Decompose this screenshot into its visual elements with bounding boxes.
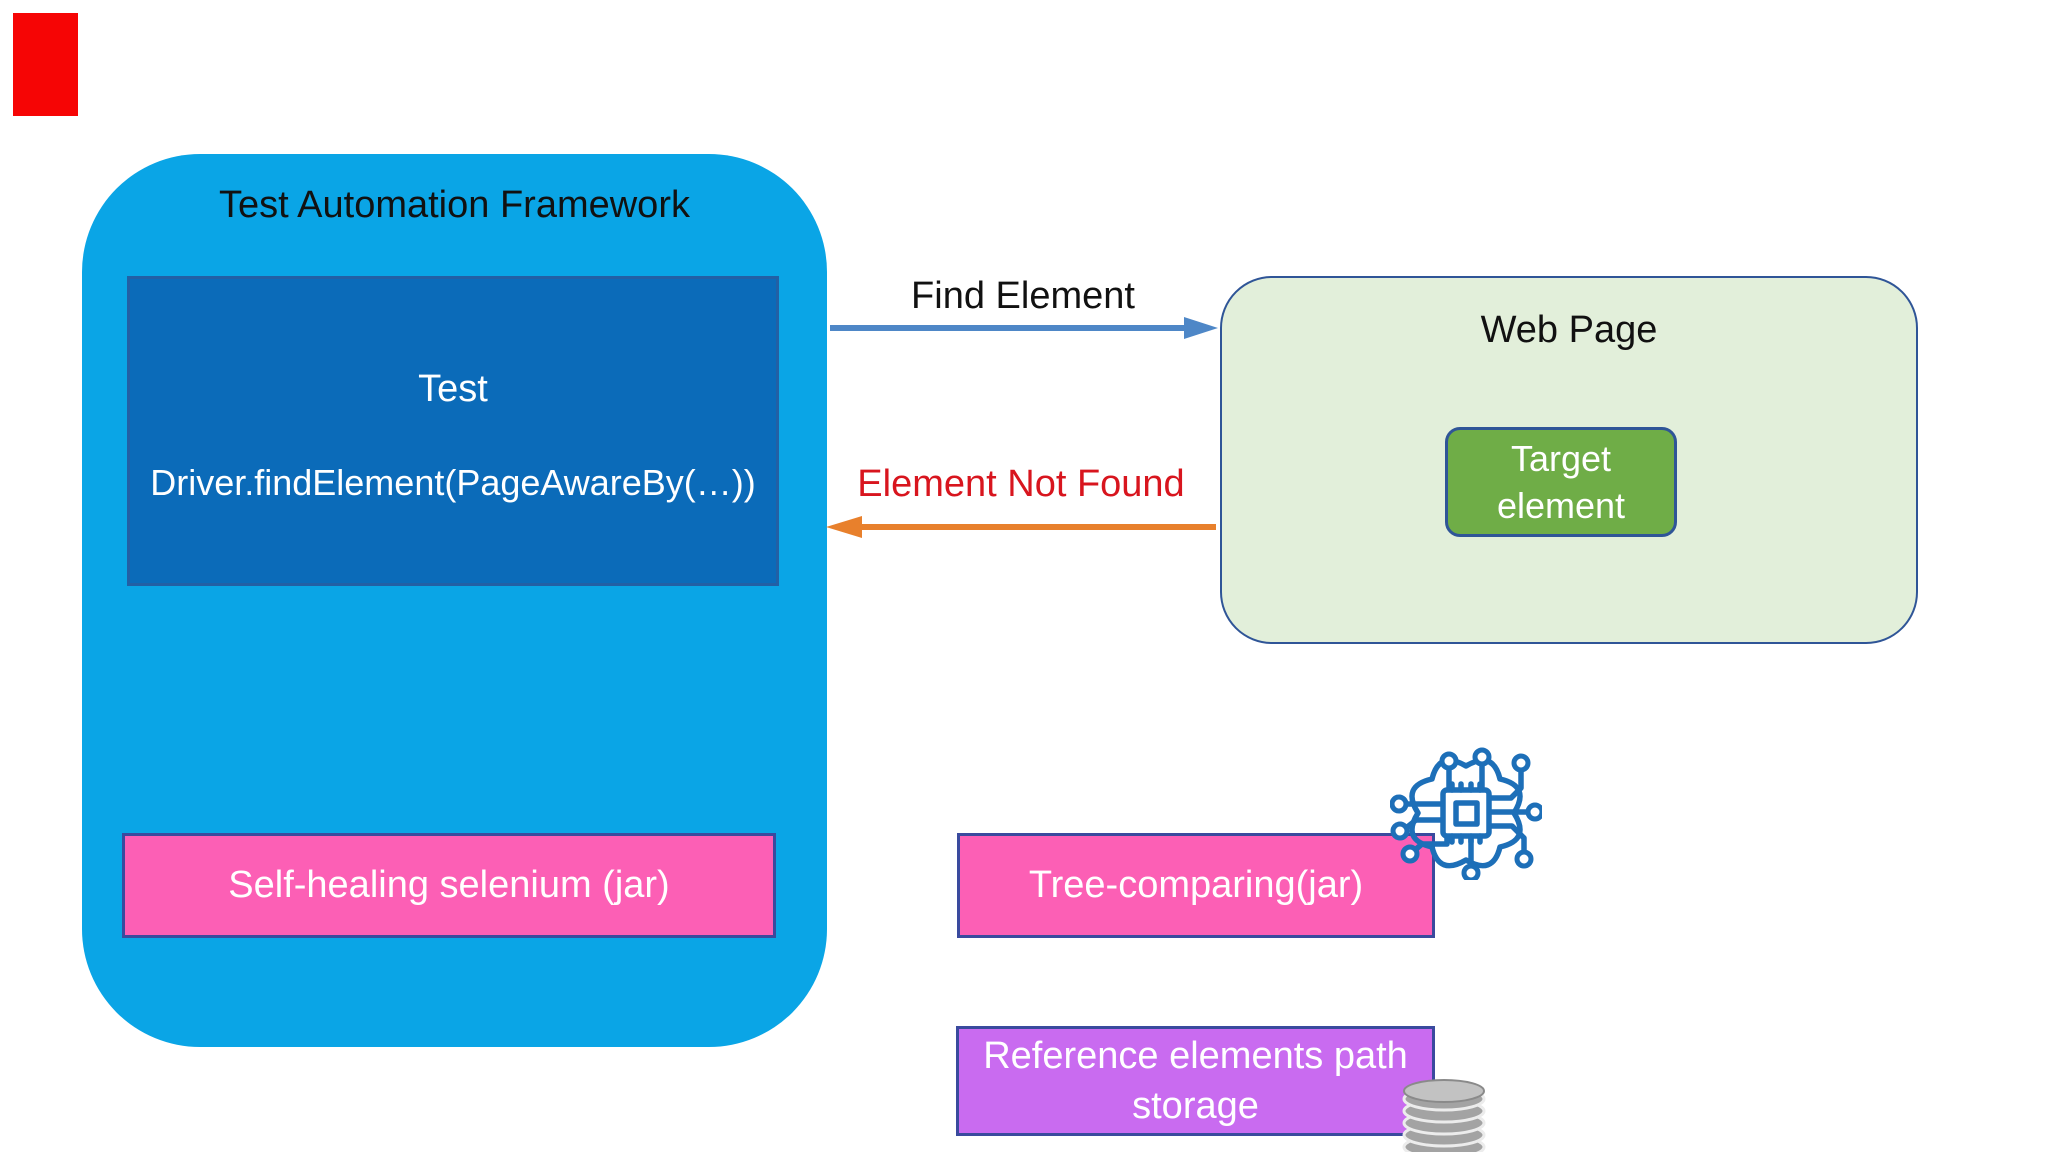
framework-title: Test Automation Framework — [219, 184, 690, 226]
find-element-arrow — [830, 317, 1218, 339]
self-healing-selenium-box: Self-healing selenium (jar) — [122, 833, 776, 938]
target-element-label-line1: Target — [1510, 438, 1612, 479]
web-page-box: Web Page Target element — [1220, 276, 1918, 644]
target-element-box: Target element — [1445, 427, 1677, 537]
test-automation-framework-box: Test Automation Framework Test Driver.fi… — [82, 154, 827, 1047]
web-page-title: Web Page — [1480, 309, 1658, 351]
reference-storage-box: Reference elements path storage — [956, 1026, 1435, 1136]
element-not-found-label: Element Not Found — [857, 463, 1185, 505]
test-box-title: Test — [418, 368, 488, 410]
test-box-code: Driver.findElement(PageAwareBy(…)) — [150, 462, 756, 503]
ai-chip-brain-icon — [1390, 747, 1542, 880]
red-marker-rect — [13, 13, 78, 116]
database-icon — [1402, 1079, 1486, 1152]
test-box: Test Driver.findElement(PageAwareBy(…)) — [127, 276, 779, 586]
reference-storage-line1: Reference elements path — [983, 1035, 1408, 1077]
find-element-label: Find Element — [911, 275, 1135, 317]
element-not-found-arrow — [826, 516, 1216, 538]
reference-storage-line2: storage — [1132, 1085, 1259, 1127]
target-element-label-line2: element — [1496, 485, 1626, 526]
tree-comparing-box: Tree-comparing(jar) — [957, 833, 1435, 938]
